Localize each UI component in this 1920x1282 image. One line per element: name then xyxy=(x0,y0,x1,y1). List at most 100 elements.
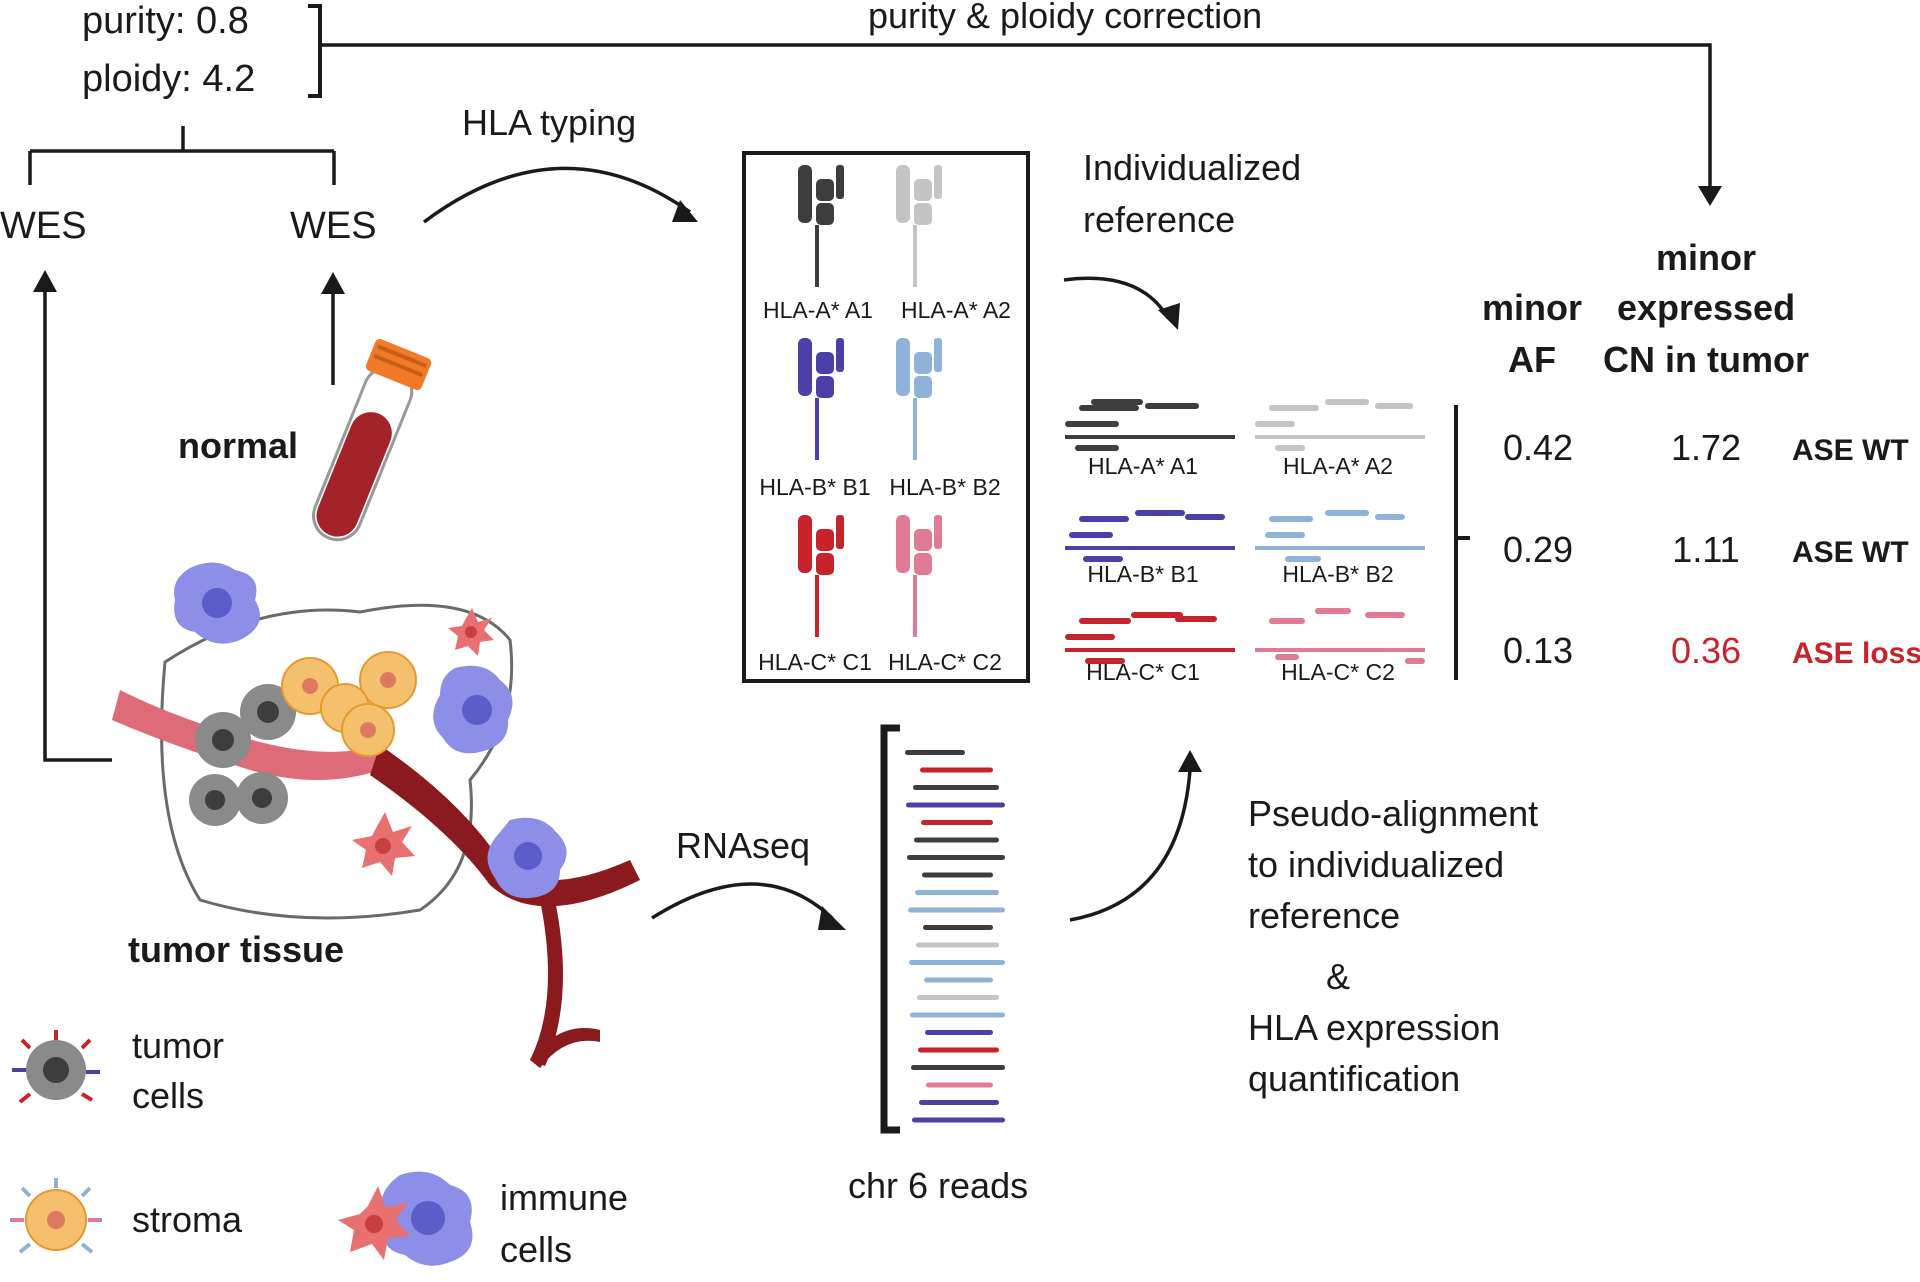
read-c1-1 xyxy=(1065,634,1115,640)
chr6-read xyxy=(918,1047,999,1053)
header-cn-line1: minor xyxy=(1656,237,1756,278)
pseudo-line1: Pseudo-alignment xyxy=(1248,793,1538,834)
individualized-line2: reference xyxy=(1083,199,1235,240)
purity-label: purity: 0.8 xyxy=(82,0,249,42)
row-a-af: 0.42 xyxy=(1503,427,1573,468)
normal-label: normal xyxy=(178,425,298,466)
allele-box xyxy=(742,151,1030,683)
receptor-a2-icon xyxy=(896,165,942,287)
correction-label: purity & ploidy correction xyxy=(868,0,1262,36)
receptor-c2-icon xyxy=(896,515,942,637)
tumor-tissue-label: tumor tissue xyxy=(128,929,344,970)
receptor-b1-icon xyxy=(798,338,844,460)
pileup-a1 xyxy=(1065,399,1235,451)
rnaseq-arrow xyxy=(651,882,834,920)
read-a2-3 xyxy=(1375,403,1413,409)
read-a1-2 xyxy=(1091,399,1143,405)
header-af-line2: AF xyxy=(1508,339,1556,380)
chr6-read xyxy=(913,785,999,790)
read-b1-4 xyxy=(1083,556,1123,562)
chr6-read xyxy=(912,1117,1005,1123)
read-c1-4 xyxy=(1085,658,1125,664)
read-b1-1 xyxy=(1069,532,1113,538)
hla-typing-arrowhead xyxy=(672,200,698,222)
box-allele-label-c1: HLA-C* C1 xyxy=(758,649,872,675)
legend-immune-icon xyxy=(338,1171,473,1266)
reference-arrowhead xyxy=(1158,303,1180,330)
read-b1-3 xyxy=(1185,514,1225,520)
receptor-b2-icon xyxy=(896,338,942,460)
wes-tumor-label: WES xyxy=(0,205,87,247)
row-c-af: 0.13 xyxy=(1503,630,1573,671)
pileup-c2 xyxy=(1255,608,1425,664)
pileup-label-a2: HLA-A* A2 xyxy=(1283,453,1393,479)
read-c1-0 xyxy=(1079,618,1131,624)
wes-fork xyxy=(28,126,336,185)
pseudo-line2: to individualized xyxy=(1248,844,1504,885)
read-a1-0 xyxy=(1079,405,1139,411)
pseudo-arrow xyxy=(1069,769,1192,922)
box-allele-label-c2: HLA-C* C2 xyxy=(888,649,1002,675)
hla-receptors xyxy=(798,165,942,637)
chr6-read xyxy=(924,977,993,983)
box-allele-label-a1: HLA-A* A1 xyxy=(763,297,873,323)
box-allele-label-b1: HLA-B* B1 xyxy=(759,474,870,500)
chr6-read xyxy=(920,767,993,773)
legend-tumor-line2: cells xyxy=(132,1075,204,1116)
pileup-label-c1: HLA-C* C1 xyxy=(1086,659,1200,685)
legend-tumor-line1: tumor xyxy=(132,1025,224,1066)
chr6-read xyxy=(907,855,1005,860)
chr6-read xyxy=(909,960,1005,965)
read-a1-4 xyxy=(1075,445,1119,451)
wes-normal-label: WES xyxy=(290,205,377,247)
read-b2-2 xyxy=(1325,510,1369,516)
legend-stroma-icon xyxy=(10,1178,102,1254)
individualized-line1: Individualized xyxy=(1083,147,1301,188)
read-c2-4 xyxy=(1405,658,1425,664)
legend-immune-line2: cells xyxy=(500,1229,572,1270)
blood-tube xyxy=(312,339,432,542)
normal-wes-arrowhead xyxy=(321,272,345,294)
purity-bracket xyxy=(308,4,322,98)
pileup-label-b1: HLA-B* B1 xyxy=(1087,561,1198,587)
tumor-wes-arrow xyxy=(43,290,112,762)
read-b1-0 xyxy=(1079,516,1129,522)
chr6-read xyxy=(917,995,999,1000)
row-a-cn: 1.72 xyxy=(1671,427,1741,468)
read-a2-0 xyxy=(1269,405,1319,411)
header-cn-line2: expressed xyxy=(1617,287,1795,328)
tumor-wes-arrowhead xyxy=(33,270,57,292)
legend-immune-line1: immune xyxy=(500,1177,628,1218)
chr6-read xyxy=(914,837,999,843)
pileup-label-b2: HLA-B* B2 xyxy=(1282,561,1393,587)
table-bracket xyxy=(1454,405,1470,680)
read-b2-4 xyxy=(1285,556,1321,562)
receptor-a1-icon xyxy=(798,165,844,287)
read-a2-4 xyxy=(1275,445,1305,451)
box-allele-label-b2: HLA-B* B2 xyxy=(889,474,1000,500)
pseudo-arrowhead xyxy=(1178,750,1202,772)
correction-connector xyxy=(320,43,1712,188)
read-c2-3 xyxy=(1275,654,1299,660)
pseudo-line3: reference xyxy=(1248,895,1400,936)
chr6-read-stack xyxy=(905,750,1005,1123)
header-af-line1: minor xyxy=(1482,287,1582,328)
hla-typing-label: HLA typing xyxy=(462,102,636,143)
chr6-read xyxy=(925,1030,993,1035)
ploidy-label: ploidy: 4.2 xyxy=(82,58,255,100)
row-b-af: 0.29 xyxy=(1503,529,1573,570)
chr6-read xyxy=(919,1100,999,1105)
legend-tumor-cell-icon xyxy=(12,1030,100,1104)
box-allele-label-a2: HLA-A* A2 xyxy=(901,297,1011,323)
chr6-read xyxy=(926,1082,993,1088)
read-a1-1 xyxy=(1065,421,1119,427)
read-c1-3 xyxy=(1175,616,1217,622)
chr6-bracket xyxy=(880,724,900,1134)
allele-read-pileups xyxy=(1065,399,1425,664)
pseudo-line4: & xyxy=(1326,956,1350,997)
read-a2-2 xyxy=(1325,399,1369,405)
chr6-read xyxy=(922,872,993,878)
header-cn-line3: CN in tumor xyxy=(1603,339,1809,380)
correction-arrowhead xyxy=(1698,186,1722,206)
